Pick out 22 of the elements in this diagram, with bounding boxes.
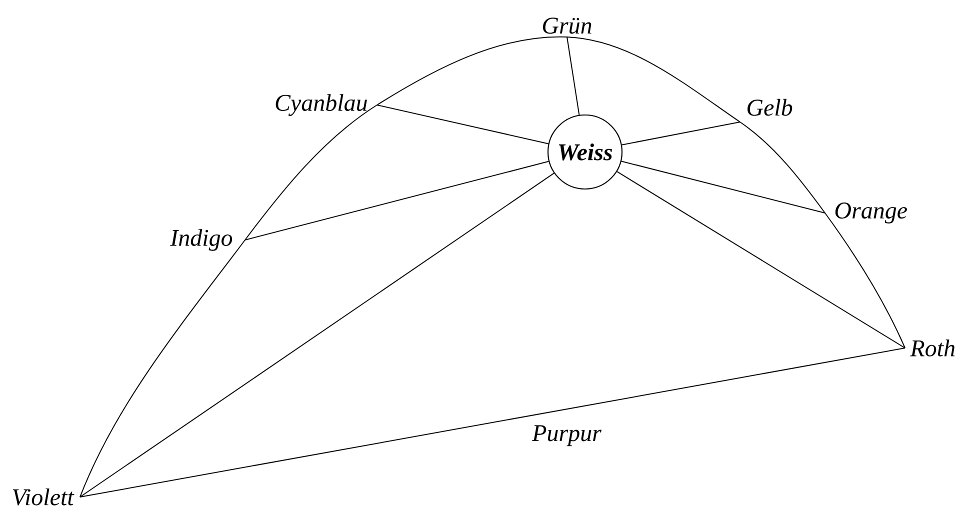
vertex-label: Violett (12, 488, 74, 506)
curve-segment (824, 212, 906, 348)
radial-line (566, 36, 580, 116)
radial-line (620, 160, 826, 214)
curve-segment (740, 122, 826, 214)
curve-segment (376, 36, 568, 106)
edge-label: Purpur (532, 425, 602, 446)
curve-segment (80, 240, 246, 498)
radial-line (376, 104, 549, 144)
vertex-label: Grün (542, 18, 592, 34)
radial-line (80, 172, 554, 498)
curve-segment (566, 36, 740, 122)
vertex-label: Gelb (748, 98, 792, 116)
vertex-label: Orange (835, 202, 907, 224)
curve-segment (244, 104, 378, 240)
vertex-label: Roth (910, 340, 955, 356)
straight-line (80, 348, 906, 498)
radial-line (244, 160, 550, 240)
vertex-label: Indigo (170, 229, 232, 251)
radial-line (621, 122, 740, 146)
radial-line (616, 171, 906, 348)
vertex-label: Cyanblau (276, 94, 367, 116)
